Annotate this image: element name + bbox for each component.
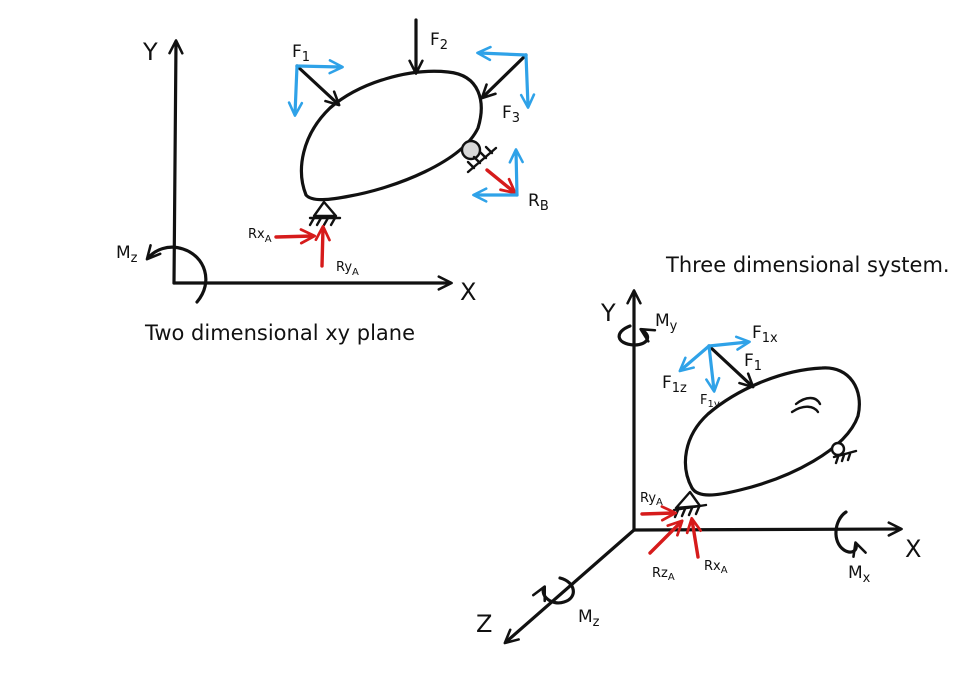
reaction-xa-arrow-2d (274, 228, 317, 245)
force-f1y-label-3d: F1y (700, 393, 720, 410)
moment-x-arrow-3d (834, 510, 867, 558)
force-f3-label-2d: F3 (502, 103, 520, 126)
pin-support-a-2d (308, 200, 342, 227)
roller-support-b-2d (460, 139, 498, 174)
rigid-body-2d (299, 69, 483, 202)
reaction-xa-label-3d: RxA (704, 559, 728, 576)
force-f1-x-component-2d (295, 59, 344, 75)
reaction-ya-arrow-2d (314, 224, 331, 268)
force-f1x-component-3d (707, 335, 751, 351)
moment-z-arrow-3d (531, 576, 575, 605)
reaction-za-arrow-3d (648, 519, 684, 555)
title-3d: Three dimensional system. (665, 253, 950, 277)
reaction-b-y-component-2d (508, 148, 524, 197)
force-f1z-label-3d: F1z (662, 373, 687, 396)
reaction-b-arrow-2d (485, 168, 517, 195)
force-f1x-label-3d: F1x (752, 323, 778, 346)
moment-x-label-3d: Mx (848, 563, 871, 586)
z-axis-label-3d: Z (476, 610, 492, 638)
moment-z-label-2d: Mz (116, 243, 138, 266)
rigid-body-3d (683, 366, 861, 497)
x-axis-label-2d: X (460, 278, 476, 306)
moment-y-label-3d: My (655, 311, 678, 334)
force-f3-y-component-2d (519, 53, 536, 109)
force-f3-x-component-2d (476, 45, 528, 62)
force-f1-y-component-2d (287, 64, 304, 117)
force-f1-arrow-2d (295, 64, 341, 107)
reaction-xa-label-2d: RxA (248, 227, 272, 245)
force-f1y-component-3d (705, 344, 721, 393)
z-axis-3d (503, 528, 636, 645)
reaction-ya-arrow-3d (640, 505, 678, 522)
y-axis-label-3d: Y (600, 299, 616, 327)
y-axis-label-2d: Y (142, 38, 158, 66)
x-axis-label-3d: X (905, 535, 921, 563)
moment-z-arrow-2d (145, 244, 208, 304)
force-f1-arrow-3d (707, 344, 755, 389)
force-f1-label-3d: F1 (744, 351, 762, 374)
caption-2d: Two dimensional xy plane (144, 321, 415, 345)
reaction-ya-label-3d: RyA (640, 491, 663, 508)
diagram-3d: Three dimensional system. Y X Z My Mx Mz (476, 253, 950, 645)
diagram-2d: Y X Mz F1 F2 (116, 18, 549, 345)
roller-support-b-3d (830, 441, 858, 465)
y-axis-2d (168, 39, 184, 285)
reaction-b-label-2d: RB (528, 191, 549, 214)
force-f1z-component-3d (678, 344, 711, 373)
force-f1-label-2d: F1 (292, 42, 310, 65)
reaction-ya-label-2d: RyA (336, 260, 359, 278)
reaction-xa-arrow-3d (685, 516, 702, 559)
force-f3-arrow-2d (480, 53, 528, 100)
moment-y-arrow-3d (617, 324, 657, 347)
force-f2-label-2d: F2 (430, 30, 448, 53)
reaction-za-label-3d: RzA (652, 566, 675, 583)
moment-z-label-3d: Mz (578, 607, 600, 630)
body-shading-marks-3d (790, 396, 822, 414)
